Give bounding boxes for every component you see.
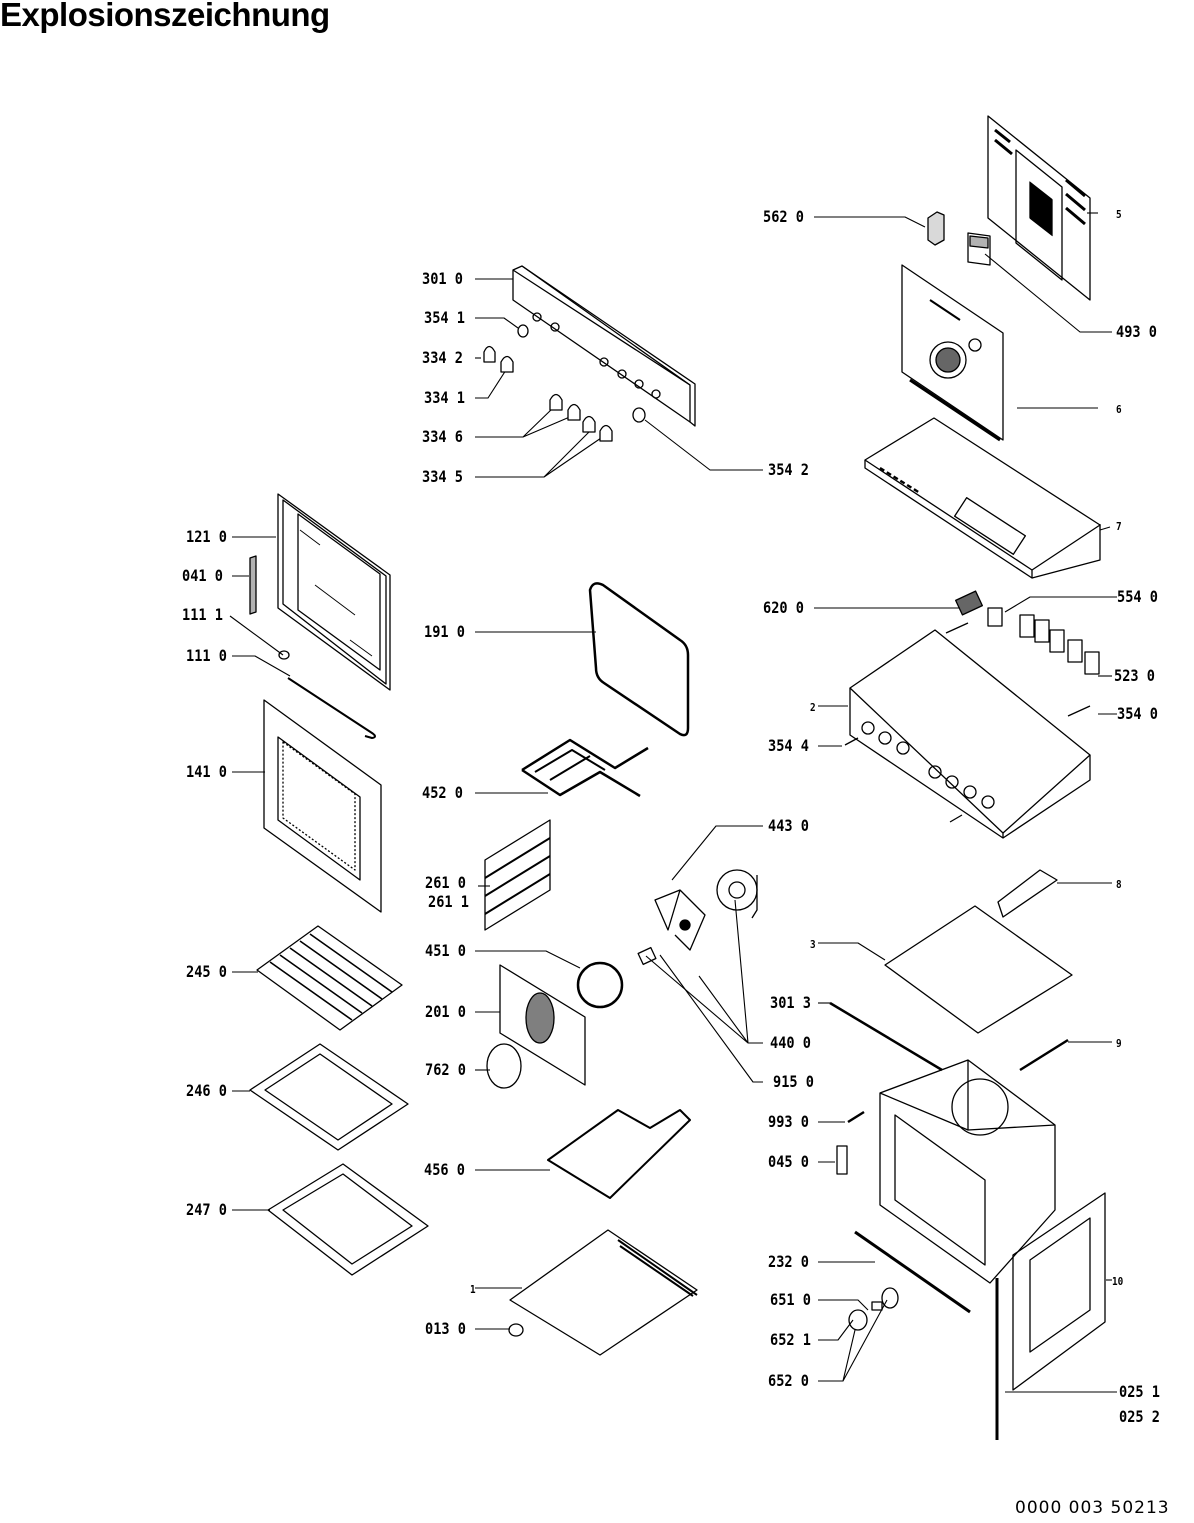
- lamp-651-652: [848, 1287, 899, 1331]
- part-label-651-0: 651 0: [770, 1290, 811, 1309]
- part-label-493-0: 493 0: [1116, 322, 1157, 341]
- part-label-045-0: 045 0: [768, 1152, 809, 1171]
- cover-762: [486, 1043, 522, 1089]
- rack-245: [256, 925, 403, 1031]
- part-label-334-2: 334 2: [422, 348, 463, 367]
- part-label-2: 2: [810, 701, 816, 714]
- part-label-141-0: 141 0: [186, 762, 227, 781]
- top-tray-7: [864, 417, 1101, 579]
- rail-9: [1019, 1038, 1069, 1072]
- part-label-334-1: 334 1: [424, 388, 465, 407]
- part-label-762-0: 762 0: [425, 1060, 466, 1079]
- part-label-554-0: 554 0: [1117, 587, 1158, 606]
- part-label-111-0: 111 0: [186, 646, 227, 665]
- part-label-915-0: 915 0: [773, 1072, 814, 1091]
- control-panel-301: [512, 265, 696, 427]
- grill-element-452: [521, 738, 649, 798]
- part-label-121-0: 121 0: [186, 527, 227, 546]
- page-title: Explosionszeichnung: [0, 0, 330, 33]
- part-554: [987, 607, 1003, 627]
- part-label-354-2: 354 2: [768, 460, 809, 479]
- part-label-013-0: 013 0: [425, 1319, 466, 1338]
- part-label-523-0: 523 0: [1114, 666, 1155, 685]
- back-cover-5: [987, 115, 1091, 301]
- part-label-5: 5: [1116, 208, 1122, 221]
- relay-620: [954, 590, 984, 616]
- part-label-354-1: 354 1: [424, 308, 465, 327]
- rail-8: [997, 869, 1058, 918]
- part-label-620-0: 620 0: [763, 598, 804, 617]
- inner-door-121: [277, 493, 391, 691]
- part-label-7: 7: [1116, 520, 1122, 533]
- part-label-456-0: 456 0: [424, 1160, 465, 1179]
- part-label-8: 8: [1116, 878, 1122, 891]
- part-label-025-2: 025 2: [1119, 1407, 1160, 1426]
- baking-tray-246: [249, 1043, 409, 1151]
- part-label-652-1: 652 1: [770, 1330, 811, 1349]
- part-label-443-0: 443 0: [768, 816, 809, 835]
- part-label-993-0: 993 0: [768, 1112, 809, 1131]
- door-seal-191: [588, 582, 690, 737]
- oven-cavity: [879, 1059, 1056, 1284]
- foot-013: [508, 1323, 524, 1337]
- screws: [844, 622, 1091, 823]
- part-label-246-0: 246 0: [186, 1081, 227, 1100]
- part-label-1: 1: [470, 1283, 476, 1296]
- part-915: [637, 946, 657, 966]
- part-label-025-1: 025 1: [1119, 1382, 1160, 1401]
- part-562: [927, 211, 945, 246]
- part-label-301-3: 301 3: [770, 993, 811, 1012]
- shelf-supports-261: [484, 819, 551, 931]
- baking-tray-247: [267, 1163, 429, 1276]
- fan-motor-440: [716, 869, 758, 919]
- control-box-2: [849, 629, 1091, 839]
- part-label-334-6: 334 6: [422, 427, 463, 446]
- part-label-452-0: 452 0: [422, 783, 463, 802]
- part-label-334-5: 334 5: [422, 467, 463, 486]
- part-label-201-0: 201 0: [425, 1002, 466, 1021]
- part-label-261-1: 261 1: [428, 892, 469, 911]
- front-frame-10: [1012, 1192, 1106, 1391]
- grill-element-456: [547, 1109, 691, 1199]
- ring-element-451: [576, 961, 624, 1009]
- part-label-247-0: 247 0: [186, 1200, 227, 1219]
- switches-523: [1019, 614, 1100, 675]
- part-label-261-0: 261 0: [425, 873, 466, 892]
- leader-lines: [229, 212, 1117, 1393]
- part-045: [836, 1145, 848, 1175]
- outer-door-glass-141: [263, 699, 382, 913]
- part-label-301-0: 301 0: [422, 269, 463, 288]
- part-label-652-0: 652 0: [768, 1371, 809, 1390]
- part-label-3: 3: [810, 938, 816, 951]
- knobs: [483, 324, 646, 442]
- document-number: 0000 003 50213: [1015, 1498, 1170, 1518]
- part-493-transformer: [967, 232, 991, 266]
- hinge-041: [249, 555, 257, 615]
- screw-993: [847, 1110, 865, 1124]
- part-111: [278, 650, 376, 739]
- part-label-191-0: 191 0: [424, 622, 465, 641]
- part-label-232-0: 232 0: [768, 1252, 809, 1271]
- part-label-111-1: 111 1: [182, 605, 223, 624]
- part-label-354-4: 354 4: [768, 736, 809, 755]
- fan-housing-201: [499, 964, 586, 1086]
- part-label-451-0: 451 0: [425, 941, 466, 960]
- part-label-440-0: 440 0: [770, 1033, 811, 1052]
- part-label-9: 9: [1116, 1037, 1122, 1050]
- fan-blade-443: [654, 889, 706, 951]
- rail-301-3: [829, 1001, 943, 1072]
- part-label-354-0: 354 0: [1117, 704, 1158, 723]
- top-plate-3: [884, 905, 1073, 1034]
- part-label-245-0: 245 0: [186, 962, 227, 981]
- part-label-041-0: 041 0: [182, 566, 223, 585]
- part-label-6: 6: [1116, 403, 1122, 416]
- part-label-10: 10: [1112, 1275, 1124, 1288]
- trim-232: [854, 1230, 971, 1314]
- bottom-plate-1: [509, 1229, 698, 1356]
- part-label-562-0: 562 0: [763, 207, 804, 226]
- fan-cover-panel-6: [901, 264, 1004, 442]
